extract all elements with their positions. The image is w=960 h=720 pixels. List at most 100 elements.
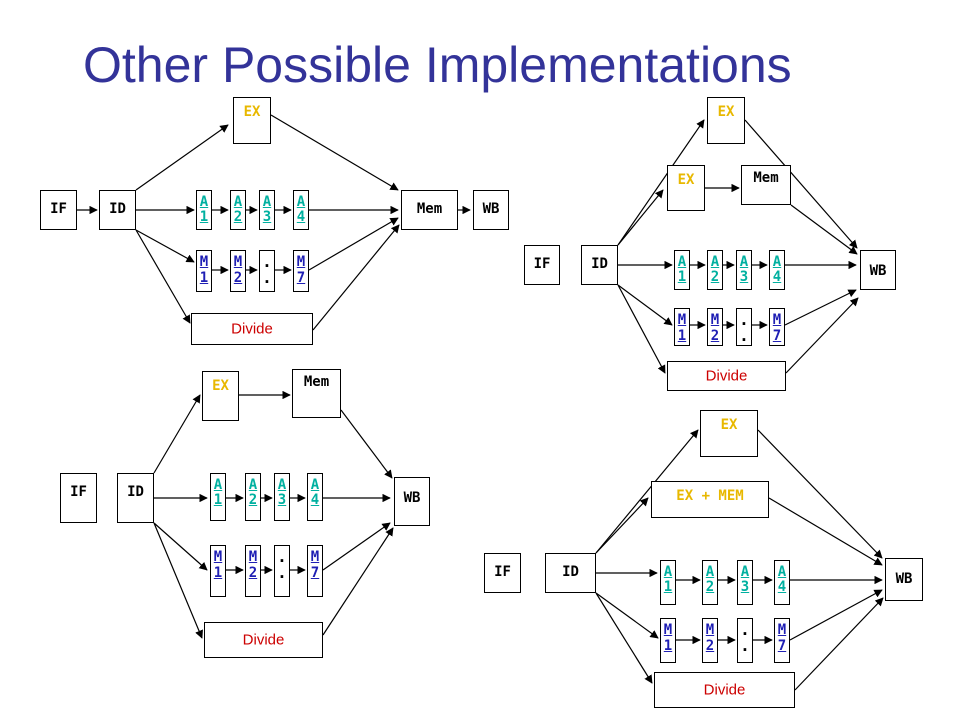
multiplier-index: 7 — [310, 565, 320, 581]
diagram-4-arrow — [595, 592, 653, 684]
id-stage-label: ID — [562, 564, 579, 580]
adder-index: 1 — [663, 579, 673, 595]
id-stage: ID — [117, 473, 154, 523]
mem-stage: Mem — [401, 190, 458, 230]
adder-index: 2 — [233, 209, 243, 225]
divide-unit: Divide — [667, 361, 786, 391]
diagram-1-arrow — [135, 124, 229, 191]
if-stage: IF — [484, 553, 521, 593]
adder-letter: A — [248, 477, 258, 493]
adder-letter: A — [233, 194, 243, 210]
diagram-4-arrow — [595, 592, 659, 639]
adder-index: 4 — [296, 209, 306, 225]
adder-letter: A — [710, 254, 720, 270]
divide-unit: Divide — [204, 622, 323, 658]
wb-stage: WB — [860, 250, 896, 290]
id-stage: ID — [545, 553, 596, 593]
mem-stage: Mem — [741, 165, 791, 205]
multiplier-letter: M — [677, 312, 687, 328]
divide-unit-label: Divide — [242, 631, 285, 649]
multiplier-letter: M — [710, 312, 720, 328]
multiplier-letter: M — [296, 254, 306, 270]
id-stage-label: ID — [109, 201, 126, 217]
adder-index: 4 — [772, 269, 782, 285]
if-stage: IF — [60, 473, 97, 523]
multiplier-index: 2 — [705, 638, 715, 654]
diagram-1-arrow — [270, 114, 399, 191]
ex-unit: EX — [202, 371, 239, 421]
multiplier-index: 1 — [663, 638, 673, 654]
ex-unit: EX — [700, 410, 758, 457]
diagram-4-arrow — [768, 497, 883, 566]
multiplier-letter: M — [705, 622, 715, 638]
adder-index: 3 — [740, 579, 750, 595]
multiplier-index: . — [740, 636, 750, 655]
diagram-1-arrow — [135, 229, 195, 263]
wb-stage: WB — [394, 477, 430, 526]
multiplier-letter: . — [739, 310, 749, 329]
multiplier-letter: M — [777, 622, 787, 638]
diagram-1-arrow — [135, 229, 191, 324]
multiplier-index: 1 — [213, 565, 223, 581]
ex-unit-top: EX — [707, 97, 745, 144]
adder-index: 1 — [677, 269, 687, 285]
ex-unit-label: EX — [212, 378, 229, 394]
ex-unit-label: EX — [243, 104, 261, 120]
multiplier-letter: M — [310, 549, 320, 565]
diagram-4-arrow — [789, 589, 883, 641]
diagram-3-arrow — [322, 522, 391, 571]
wb-stage-label: WB — [482, 201, 500, 217]
wb-stage-label: WB — [869, 263, 887, 279]
diagram-1-arrow — [312, 224, 400, 331]
multiplier-letter: M — [199, 254, 209, 270]
divide-unit-label: Divide — [705, 367, 748, 385]
diagram-2-arrow — [617, 284, 666, 374]
adder-letter: A — [213, 477, 223, 493]
adder-index: 2 — [710, 269, 720, 285]
mem-stage-label: Mem — [416, 201, 443, 217]
adder-letter: A — [777, 564, 787, 580]
adder-index: 3 — [262, 209, 272, 225]
multiplier-letter: M — [213, 549, 223, 565]
divide-unit-label: Divide — [231, 320, 273, 338]
adder-index: 3 — [277, 492, 287, 508]
adder-letter: A — [677, 254, 687, 270]
adder-letter: A — [772, 254, 782, 270]
diagram-1-arrow — [308, 217, 399, 271]
multiplier-ellipsis: .. — [259, 250, 275, 292]
multiplier-ellipsis: .. — [274, 545, 290, 597]
multiplier-letter: . — [740, 620, 750, 639]
if-stage-label: IF — [494, 564, 511, 580]
diagram-2-arrow — [784, 289, 857, 326]
multiplier-letter: . — [277, 547, 287, 566]
ex-unit-label: EX — [677, 172, 695, 188]
ex-unit: EX — [233, 97, 271, 144]
adder-index: 1 — [213, 492, 223, 508]
id-stage: ID — [581, 245, 618, 285]
multiplier-index: 1 — [677, 328, 687, 344]
divide-unit-label: Divide — [703, 681, 746, 699]
diagram-4-arrow — [757, 429, 883, 559]
diagram-3-arrow — [153, 522, 203, 639]
divide-unit: Divide — [191, 313, 313, 345]
id-stage-label: ID — [127, 484, 144, 500]
wb-stage: WB — [885, 558, 923, 601]
multiplier-letter: M — [233, 254, 243, 270]
id-stage: ID — [99, 190, 136, 230]
